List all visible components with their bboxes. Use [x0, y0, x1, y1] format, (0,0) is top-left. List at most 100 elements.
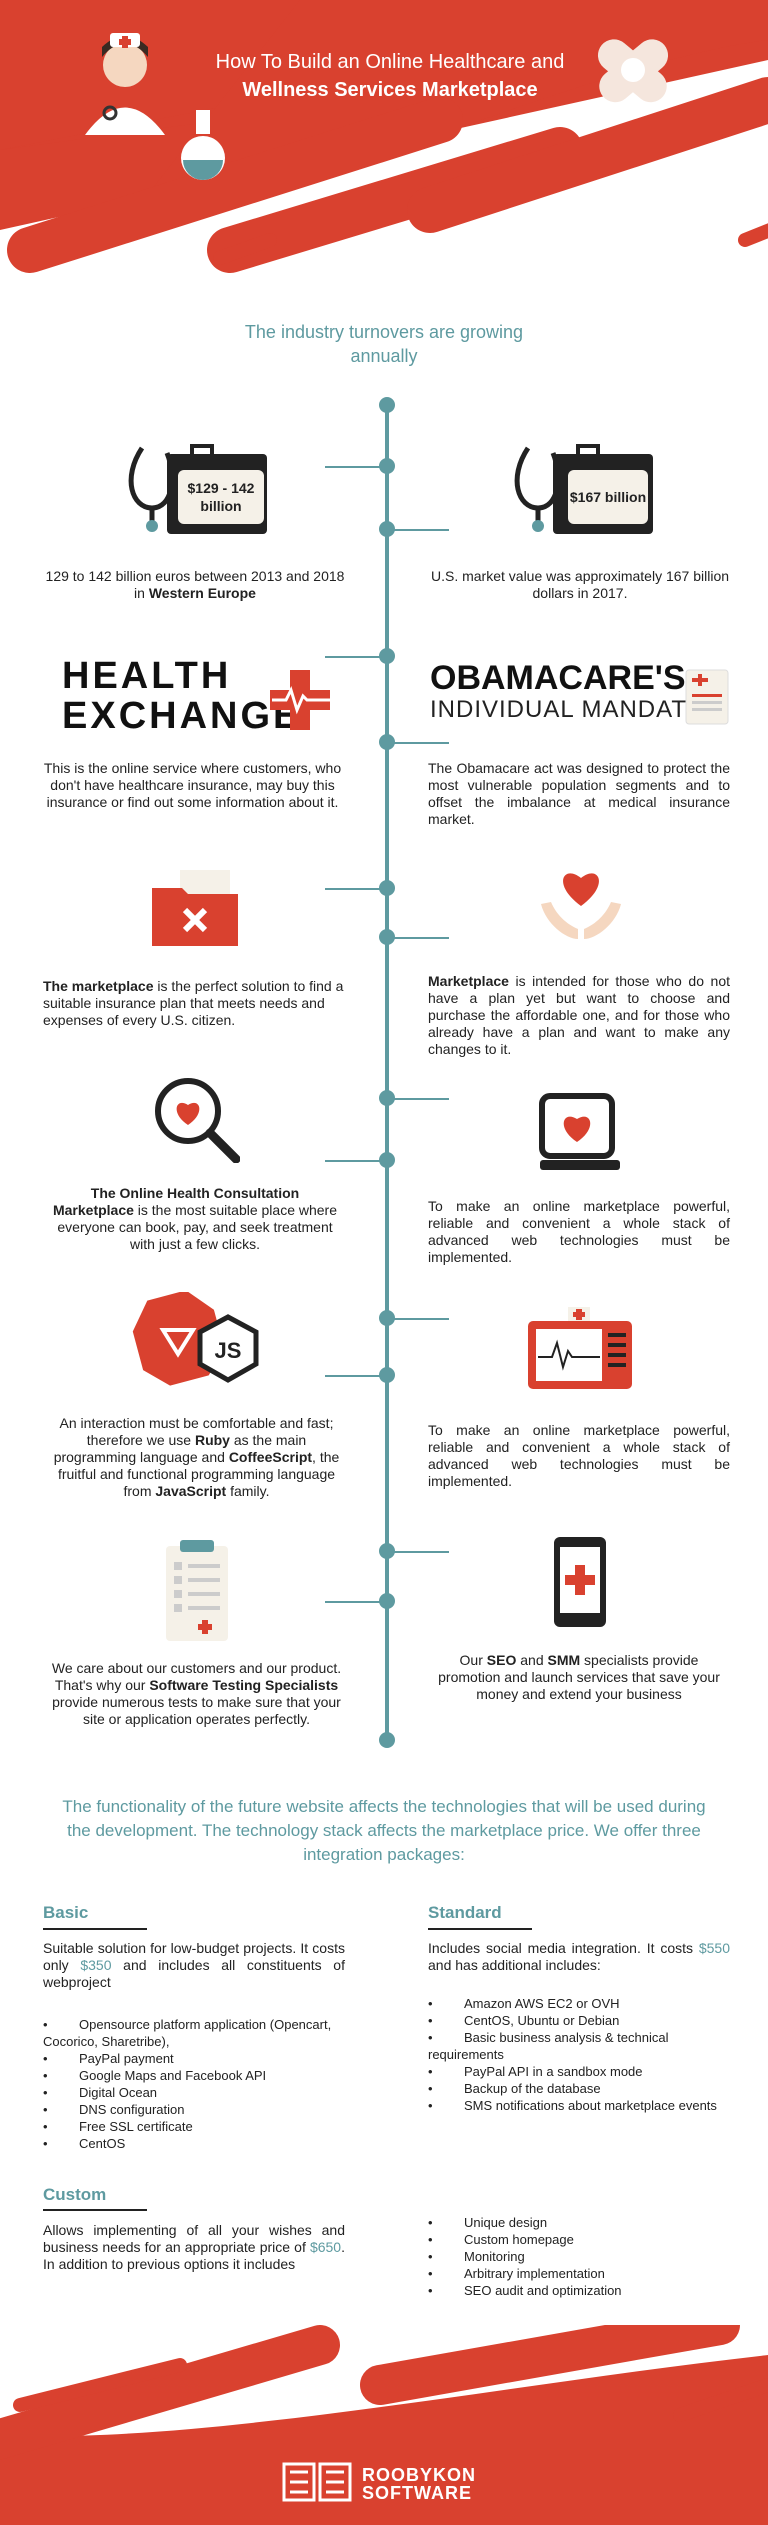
footer-background [0, 2325, 768, 2525]
package-list-item: Opensource platform application (Opencar… [43, 2016, 343, 2050]
connector-line [393, 742, 449, 744]
brand-line-1: ROOBYKON [362, 2465, 477, 2485]
he-line-1: HEALTH [62, 655, 232, 697]
marketplace-text-2: Marketplace is intended for those who do… [428, 973, 730, 1058]
package-custom-title: Custom [43, 2185, 107, 2204]
package-list-item: Amazon AWS EC2 or OVH [428, 1995, 728, 2012]
seo-and: and [516, 1652, 548, 1668]
seo-bold: SEO [486, 1652, 517, 1668]
timeline-dot [379, 521, 395, 537]
timeline-line [385, 400, 389, 1740]
package-list-item: Backup of the database [428, 2080, 728, 2097]
seo-pre: Our [459, 1652, 487, 1668]
package-custom-rule [43, 2209, 147, 2211]
package-list-item: Monitoring [428, 2248, 728, 2265]
basic-price: $350 [80, 1957, 112, 1973]
timeline-dot [379, 1090, 395, 1106]
document-icon [685, 669, 729, 725]
timeline-dot [379, 929, 395, 945]
testing-end: provide numerous tests to make sure that… [52, 1694, 341, 1727]
nurse-icon [85, 33, 165, 135]
marketplace-bold: The marketplace [43, 978, 154, 994]
price-badge-eu: $129 - 142 billion [178, 470, 264, 524]
page-title: How To Build an Online Healthcare and We… [180, 48, 600, 104]
package-list-item: PayPal payment [43, 2050, 343, 2067]
marketplace-text: The marketplace is the perfect solution … [43, 978, 345, 1029]
us-market-text: U.S. market value was approximately 167 … [430, 568, 730, 601]
timeline-dot [379, 1732, 395, 1748]
package-standard-desc: Includes social media integration. It co… [428, 1940, 730, 1974]
connector-line [325, 1375, 381, 1377]
timeline-dot [379, 1593, 395, 1609]
marketplace-desc: is the perfect solution to find a suitab… [43, 978, 344, 1028]
javascript-bold: JavaScript [155, 1483, 227, 1499]
testing-pre: We care about our customers and our prod… [51, 1660, 342, 1693]
testing-bold: Software Testing Specialists [149, 1677, 339, 1693]
package-list-item: DNS configuration [43, 2101, 343, 2118]
health-exchange-logo: HEALTH EXCHANGE [62, 656, 301, 736]
flask-icon [181, 110, 225, 180]
coffeescript-bold: CoffeeScript [228, 1449, 313, 1465]
connector-line [325, 656, 381, 658]
package-custom-desc: Allows implementing of all your wishes a… [43, 2222, 345, 2273]
connector-line [325, 1601, 381, 1603]
stack-text: To make an online marketplace powerful, … [428, 1198, 730, 1265]
custom-desc-post: . In addition to previous options it inc… [43, 2239, 345, 2272]
heart-hands-icon [541, 873, 621, 939]
ruby-mid2: , the fruitful and functional programmin… [57, 1449, 340, 1499]
custom-desc-pre: Allows implementing of all your wishes a… [43, 2222, 345, 2255]
connector-line [393, 1551, 449, 1553]
connector-line [393, 937, 449, 939]
package-standard-rule [428, 1928, 532, 1930]
package-custom-list: Unique designCustom homepageMonitoringAr… [428, 2214, 728, 2299]
consultation-text: The Online Health Consultation Marketpla… [50, 1185, 340, 1253]
standard-price: $550 [698, 1940, 730, 1956]
brand-name: ROOBYKON SOFTWARE [362, 2466, 476, 2502]
package-list-item: CentOS, Ubuntu or Debian [428, 2012, 728, 2029]
basic-desc-post: and includes all constituents of webproj… [43, 1957, 345, 1990]
seo-end: specialists provide promotion and launch… [438, 1652, 720, 1702]
timeline-dot [379, 880, 395, 896]
timeline-dot [379, 734, 395, 750]
health-exchange-text: This is the online service where custome… [43, 760, 342, 810]
ruby-mid: as the main programming language and [53, 1432, 307, 1465]
brand-line-2: SOFTWARE [362, 2483, 472, 2503]
price-badge-us: $167 billion [568, 470, 648, 524]
connector-line [325, 466, 381, 468]
standard-desc-pre: Includes social media integration. It co… [428, 1940, 699, 1956]
marketplace2-desc: is intended for those who do not have a … [428, 973, 730, 1057]
package-list-item: Custom homepage [428, 2231, 728, 2248]
section-subtitle: The industry turnovers are growing annua… [244, 322, 524, 366]
package-basic-desc: Suitable solution for low-budget project… [43, 1940, 345, 1991]
connector-line [325, 888, 381, 890]
stack-text-2: To make an online marketplace powerful, … [428, 1422, 730, 1489]
ruby-bold: Ruby [194, 1432, 230, 1448]
standard-desc-post: and has additional includes: [428, 1957, 601, 1973]
seo-text: Our SEO and SMM specialists provide prom… [428, 1652, 730, 1703]
eu-text: 129 to 142 billion euros between 2013 an… [45, 568, 345, 601]
package-list-item: Arbitrary implementation [428, 2265, 728, 2282]
package-list-item: Free SSL certificate [43, 2118, 343, 2135]
he-line-2: EXCHANGE [62, 695, 302, 737]
header-banner: How To Build an Online Healthcare and We… [0, 0, 768, 300]
title-line-1: How To Build an Online Healthcare and [215, 51, 565, 73]
timeline-dot [379, 1310, 395, 1326]
svg-text:JS: JS [215, 1338, 242, 1363]
ob-line-2: INDIVIDUAL MANDATE [430, 696, 705, 723]
smartphone-icon [554, 1537, 606, 1627]
package-list-item: SEO audit and optimization [428, 2282, 728, 2299]
obamacare-text: The Obamacare act was designed to protec… [428, 760, 730, 827]
connector-line [393, 1098, 449, 1100]
package-list-item: CentOS [43, 2135, 343, 2152]
monitor-heart-icon [539, 1093, 620, 1170]
timeline-dot [379, 648, 395, 664]
eu-text-bold: Western Europe [148, 585, 256, 601]
package-list-item: Digital Ocean [43, 2084, 343, 2101]
package-list-item: Unique design [428, 2214, 728, 2231]
connector-line [393, 1318, 449, 1320]
smm-bold: SMM [547, 1652, 581, 1668]
timeline-dot [379, 397, 395, 413]
medical-cross-icon [270, 670, 332, 730]
package-basic-list: Opensource platform application (Opencar… [43, 2016, 343, 2152]
title-line-2: Wellness Services Marketplace [242, 79, 538, 101]
